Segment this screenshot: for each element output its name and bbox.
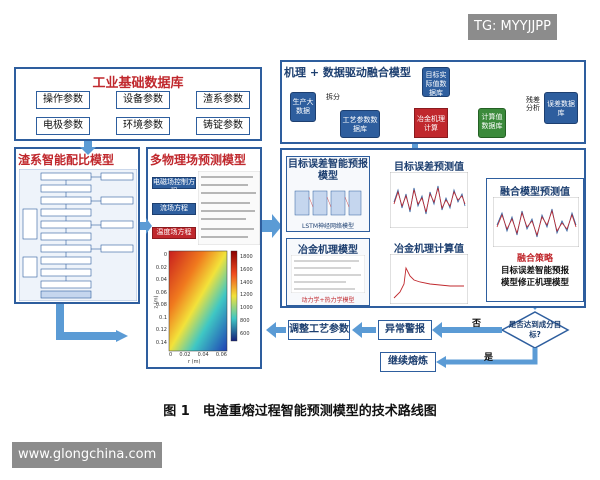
colorbar-ticks: 1800 1600 1400 1200 1000 800 600 [240,251,260,341]
y-ticks: 0 0.02 0.04 0.06 0.08 0.1 0.12 0.14 [151,249,167,349]
edge-residual-label: 残差分析 [526,96,540,112]
slag-flowchart [19,169,137,301]
cbar-tick: 1200 [240,292,253,299]
param-equipment: 设备参数 [116,91,170,109]
cbar-tick: 800 [240,317,250,324]
metallurgy-model-title: 冶金机理模型 [298,245,358,256]
fusion-strategy-label: 融合策略 [516,254,553,264]
param-environment: 环境参数 [116,117,170,135]
y-tick: 0.06 [155,289,167,296]
decision-question: 是否达到成分目标? [508,320,562,339]
node-production: 生产大数据 [290,92,316,122]
equations-block [198,171,260,245]
fusion-strategy-lines: 目标误差智能预报 模型修正机理模型 [487,265,583,289]
y-tick: 0 [163,252,167,258]
industrial-db-title: 工业基础数据库 [92,76,184,91]
fusion-strategy-line: 模型修正机理模型 [500,278,569,288]
fusion-pred-panel: 融合模型预测值 融合策略 目标误差智能预报 模型修正机理模型 [486,178,584,302]
lstm-diagram [294,190,362,216]
fusion-pred-chart [493,197,579,247]
eq-label-em: 电磁场控制方程 [152,177,196,195]
param-slag: 渣系参数 [196,91,250,109]
param-electrode: 电极参数 [36,117,90,135]
decision-yes: 是 [484,353,494,363]
fusion-top-panel: 机理 + 数据驱动融合模型 生产大数据 目标实际值数据库 工艺参数数据库 冶金机… [280,60,586,144]
fusion-strategy-title: 融合策略 [487,251,583,264]
x-tick: 0 [169,352,173,358]
slag-model-panel: 渣系智能配比模型 [14,147,140,304]
figure-caption: 图 1 电渣重熔过程智能预测模型的技术路线图 [163,404,437,419]
x-tick: 0.02 [179,352,191,358]
node-target-actual: 目标实际值数据库 [422,67,450,97]
industrial-db-panel: 工业基础数据库 操作参数 设备参数 渣系参数 电极参数 环境参数 铸锭参数 [14,67,262,141]
decision-no: 否 [472,319,482,329]
y-tick: 0.14 [155,339,167,346]
cbar-tick: 1800 [240,254,253,260]
edge-split-label: 拆分 [326,93,340,101]
target-error-model[interactable]: 目标误差智能预报模型 LSTM神经网络模型 [286,156,370,232]
adjust-params-box[interactable]: 调整工艺参数 [288,320,350,340]
target-error-model-title: 目标误差智能预报模型 [288,159,368,182]
y-tick: 0.02 [155,264,167,271]
target-error-model-subtitle: LSTM神经网络模型 [302,223,354,230]
slag-model-title: 渣系智能配比模型 [18,153,115,167]
metallurgy-calc-title: 冶金机理计算值 [394,244,464,255]
watermark-bottom: www.glongchina.com [12,442,163,468]
metallurgy-model-subtitle: 动力学+热力学模型 [301,297,355,304]
eq-label-temp: 温度场方程 [152,227,196,239]
x-tick: 0.06 [215,352,227,358]
x-ticks: 0 0.02 0.04 0.06 [169,352,227,358]
metallurgy-calc-chart [390,254,468,304]
cbar-tick: 1600 [240,266,253,273]
param-operation: 操作参数 [36,91,90,109]
cbar-tick: 600 [240,330,250,337]
x-axis-label: r (m) [188,359,201,365]
abnormal-alarm-box[interactable]: 异常警报 [378,320,432,340]
metallurgy-equations [291,255,365,293]
cbar-tick: 1000 [240,305,253,312]
node-metallurgy: 冶金机理计算 [414,108,448,138]
node-calc-value: 计算值数据库 [478,108,506,138]
error-pred-title: 目标误差预测值 [394,162,464,173]
error-pred-chart [390,172,468,228]
fusion-top-title: 机理 + 数据驱动融合模型 [284,66,411,79]
multiphysics-title: 多物理场预测模型 [150,153,247,167]
eq-label-flow: 流场方程 [152,203,196,215]
y-tick: 0.04 [155,277,167,283]
node-error-db: 误差数据库 [544,92,578,124]
continue-smelting-box[interactable]: 继续熔炼 [380,352,436,372]
metallurgy-model[interactable]: 冶金机理模型 动力学+热力学模型 [286,238,370,306]
cbar-tick: 1400 [240,279,253,286]
fusion-strategy-line: 目标误差智能预报 [500,266,569,276]
multiphysics-panel: 多物理场预测模型 电磁场控制方程 流场方程 温度场方程 [146,147,262,369]
y-tick: 0.1 [159,314,167,321]
x-tick: 0.04 [197,352,209,358]
middle-panel: 目标误差智能预报模型 LSTM神经网络模型 目标误差预测值 冶金机理模型 [280,148,586,308]
y-tick: 0.12 [155,327,167,333]
y-tick: 0.08 [155,302,167,308]
param-ingot: 铸锭参数 [196,117,250,135]
node-process-param: 工艺参数数据库 [340,110,380,138]
watermark-top: TG: MYYJJPP [468,14,557,40]
temperature-field-plot [168,250,238,352]
fusion-pred-title: 融合模型预测值 [500,187,570,198]
